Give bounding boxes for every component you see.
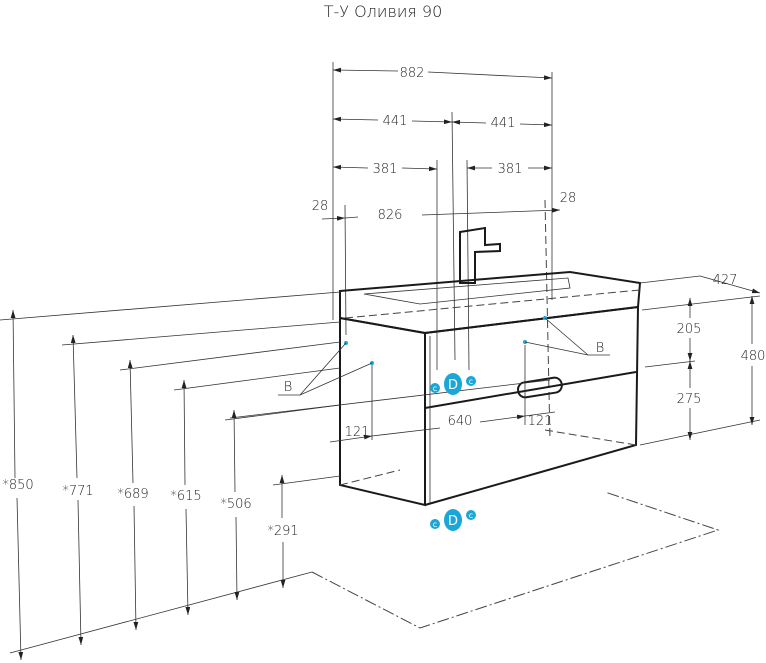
- dim-275: 275: [677, 392, 702, 407]
- dim-28-left: 28: [312, 199, 329, 214]
- dim-850: *850: [2, 478, 33, 493]
- dim-427: 427: [713, 273, 738, 288]
- dim-441-right: 441: [491, 116, 516, 131]
- dim-381-right: 381: [498, 162, 523, 177]
- drawing-title: Т-У Оливия 90: [324, 2, 443, 21]
- water-connection-marker-top: c D c: [430, 373, 476, 395]
- svg-text:c: c: [433, 520, 437, 529]
- label-b-right: B: [596, 341, 605, 356]
- dim-826: 826: [378, 208, 403, 223]
- svg-text:D: D: [448, 514, 458, 529]
- floor-outline: [9, 491, 720, 654]
- dim-689: *689: [117, 487, 148, 502]
- top-dimensions: 882 441 441 381 381 28 826 28: [312, 66, 577, 223]
- mount-dimensions: 121 640 121: [229, 345, 556, 443]
- mount-points: B B: [278, 316, 610, 396]
- height-reference-lines: [0, 291, 341, 486]
- drawer-handle: [517, 376, 563, 399]
- dim-291: *291: [267, 524, 298, 539]
- faucet: [459, 226, 501, 284]
- dim-640: 640: [448, 414, 473, 429]
- dim-121-right: 121: [528, 414, 553, 429]
- dim-506: *506: [220, 497, 251, 512]
- dim-615: *615: [170, 489, 201, 504]
- cabinet: [339, 305, 640, 507]
- height-dimensions: *850 *771 *689 *615 *506 *291: [2, 309, 299, 661]
- dim-771: *771: [62, 484, 93, 499]
- dim-381-left: 381: [373, 162, 398, 177]
- dim-480: 480: [741, 349, 766, 364]
- dim-441-left: 441: [383, 114, 408, 129]
- dim-28-right: 28: [560, 191, 577, 206]
- water-connection-marker-bottom: c D c: [430, 509, 476, 531]
- dim-121-left: 121: [345, 425, 370, 440]
- label-b-left: B: [284, 380, 293, 395]
- svg-text:D: D: [448, 378, 458, 393]
- dim-882: 882: [400, 66, 425, 81]
- right-dimensions: 427 480 205 275: [639, 273, 766, 446]
- basin: [339, 270, 642, 335]
- dim-205: 205: [677, 322, 702, 337]
- svg-text:c: c: [469, 377, 473, 386]
- svg-text:c: c: [433, 384, 437, 393]
- svg-text:c: c: [469, 511, 473, 520]
